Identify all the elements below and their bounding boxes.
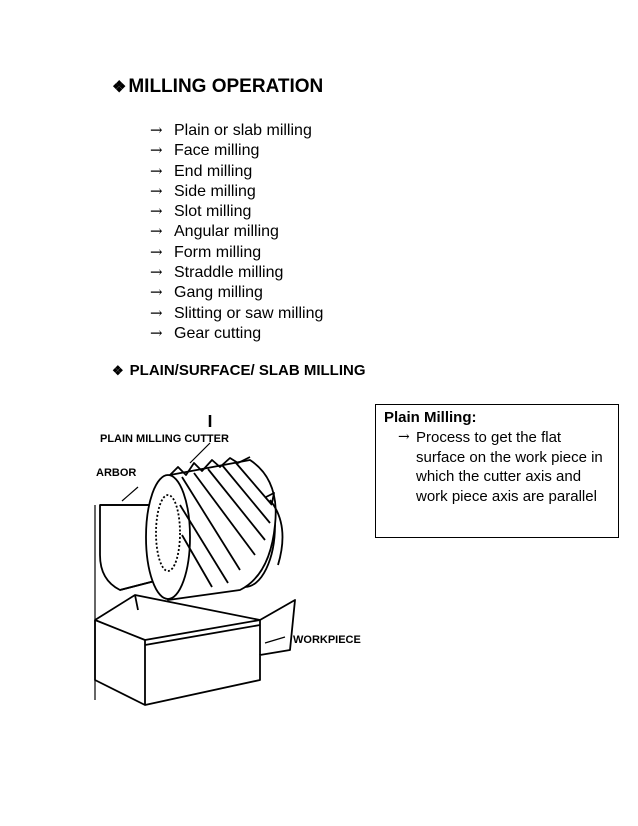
arrow-icon: → (150, 202, 163, 221)
label-workpiece: WORKPIECE (293, 634, 361, 646)
arrow-icon: → (398, 429, 410, 445)
arrow-icon: → (150, 242, 163, 261)
arrow-icon: → (150, 161, 163, 180)
arrow-icon: → (150, 181, 163, 200)
arrow-icon: → (150, 263, 163, 282)
list-item: →Slitting or saw milling (150, 303, 324, 322)
diamond-bullet-icon: ❖ (112, 79, 127, 96)
list-item: →End milling (150, 161, 253, 180)
list-item: →Straddle milling (150, 263, 284, 282)
definition-title: Plain Milling: (384, 409, 477, 426)
diamond-bullet-icon: ❖ (112, 363, 124, 378)
milling-operations-list: →Plain or slab milling →Face milling →En… (150, 120, 323, 343)
list-item: →Form milling (150, 242, 262, 261)
label-arbor: ARBOR (96, 467, 136, 479)
plain-milling-definition-box: Plain Milling: → Process to get the flat… (375, 404, 619, 538)
arrow-icon: → (150, 283, 163, 302)
arrow-icon: → (150, 121, 163, 139)
cutter-hub (155, 494, 181, 572)
heading-text: PLAIN/SURFACE/ SLAB MILLING (129, 362, 366, 379)
list-item: →Face milling (150, 141, 260, 160)
arrow-icon: → (150, 303, 163, 322)
definition-body: → Process to get the flat surface on the… (398, 428, 610, 506)
arrow-icon: → (150, 323, 163, 342)
plain-milling-diagram: PLAIN MILLING CUTTER ARBOR WORKPIECE (94, 415, 361, 706)
list-item: →Gear cutting (150, 323, 262, 342)
list-item: →Plain or slab milling (150, 121, 312, 139)
section-heading-plain-milling: ❖ PLAIN/SURFACE/ SLAB MILLING (112, 362, 366, 379)
list-item: →Slot milling (150, 202, 252, 221)
section-heading-milling-operation: ❖MILLING OPERATION (112, 76, 323, 98)
arrow-icon: → (150, 222, 163, 241)
list-item: →Side milling (150, 181, 256, 200)
list-item: →Angular milling (150, 222, 279, 241)
label-plain-milling-cutter: PLAIN MILLING CUTTER (100, 433, 229, 445)
list-item: →Gang milling (150, 283, 263, 302)
arrow-icon: → (150, 141, 163, 160)
definition-text: Process to get the flat surface on the w… (416, 429, 603, 505)
workpiece-block (94, 594, 296, 706)
cutter-face (145, 474, 191, 600)
cutter-body (167, 459, 277, 601)
heading-text: MILLING OPERATION (128, 76, 324, 97)
